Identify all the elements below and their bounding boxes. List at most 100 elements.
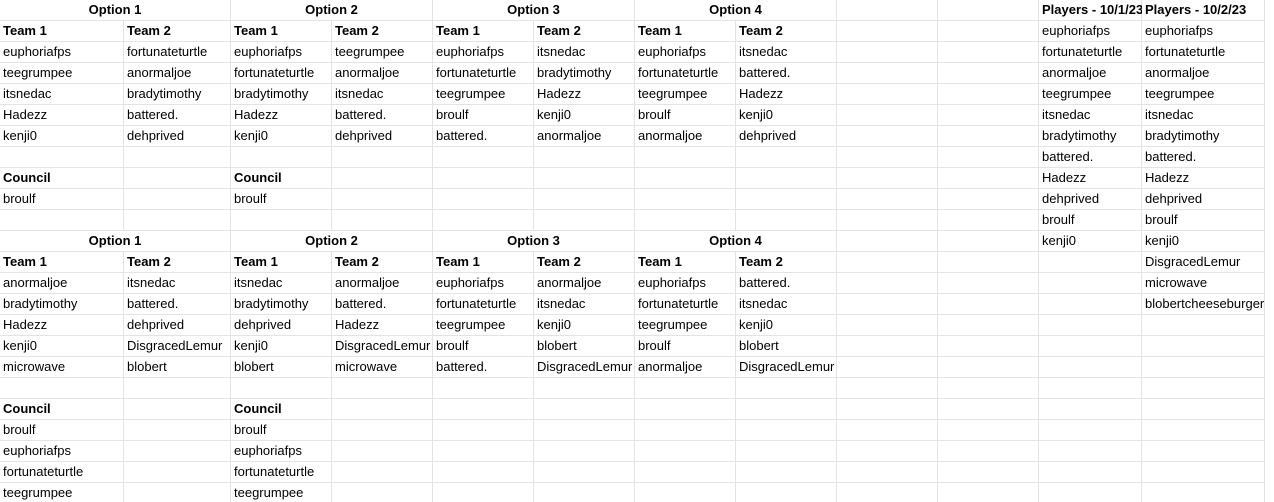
sheet-cell[interactable] <box>332 378 433 399</box>
sheet-cell[interactable] <box>124 483 231 502</box>
player-cell[interactable]: teegrumpee <box>635 84 736 105</box>
sheet-cell[interactable] <box>635 462 736 483</box>
player-cell[interactable]: broulf <box>1039 210 1142 231</box>
team-header[interactable]: Team 1 <box>231 252 332 273</box>
player-cell[interactable]: Hadezz <box>736 84 837 105</box>
sheet-cell[interactable] <box>837 294 938 315</box>
sheet-cell[interactable] <box>736 210 837 231</box>
player-cell[interactable]: microwave <box>1142 273 1265 294</box>
sheet-cell[interactable] <box>1039 441 1142 462</box>
player-cell[interactable]: blobert <box>736 336 837 357</box>
team-header[interactable]: Team 2 <box>534 252 635 273</box>
player-cell[interactable]: teegrumpee <box>433 84 534 105</box>
player-cell[interactable]: fortunateturtle <box>1142 42 1265 63</box>
option-header[interactable]: Option 1 <box>0 231 231 252</box>
team-header[interactable]: Team 2 <box>124 21 231 42</box>
player-cell[interactable]: fortunateturtle <box>635 294 736 315</box>
player-cell[interactable]: dehprived <box>1039 189 1142 210</box>
player-cell[interactable]: Hadezz <box>1039 168 1142 189</box>
player-cell[interactable]: blobert <box>231 357 332 378</box>
player-cell[interactable]: broulf <box>1142 210 1265 231</box>
sheet-cell[interactable] <box>938 462 1039 483</box>
sheet-cell[interactable] <box>1039 315 1142 336</box>
sheet-cell[interactable] <box>332 399 433 420</box>
player-cell[interactable]: itsnedac <box>1039 105 1142 126</box>
sheet-cell[interactable] <box>736 420 837 441</box>
sheet-cell[interactable] <box>635 168 736 189</box>
sheet-cell[interactable] <box>1142 399 1265 420</box>
player-cell[interactable]: battered. <box>736 63 837 84</box>
sheet-cell[interactable] <box>938 210 1039 231</box>
council-header[interactable]: Council <box>231 399 332 420</box>
player-cell[interactable]: anormaljoe <box>1142 63 1265 84</box>
sheet-cell[interactable] <box>124 168 231 189</box>
sheet-cell[interactable] <box>0 378 124 399</box>
sheet-cell[interactable] <box>1039 483 1142 502</box>
player-cell[interactable]: itsnedac <box>534 42 635 63</box>
sheet-cell[interactable] <box>938 168 1039 189</box>
sheet-cell[interactable] <box>1039 252 1142 273</box>
sheet-cell[interactable] <box>0 210 124 231</box>
council-header[interactable]: Council <box>0 168 124 189</box>
player-cell[interactable]: euphoriafps <box>231 42 332 63</box>
sheet-cell[interactable] <box>1142 483 1265 502</box>
team-header[interactable]: Team 1 <box>433 21 534 42</box>
sheet-cell[interactable] <box>938 63 1039 84</box>
player-cell[interactable]: battered. <box>736 273 837 294</box>
sheet-cell[interactable] <box>938 273 1039 294</box>
sheet-cell[interactable] <box>332 420 433 441</box>
sheet-cell[interactable] <box>433 441 534 462</box>
option-header[interactable]: Option 4 <box>635 231 837 252</box>
sheet-cell[interactable] <box>736 147 837 168</box>
player-cell[interactable]: anormaljoe <box>534 126 635 147</box>
sheet-cell[interactable] <box>938 147 1039 168</box>
player-cell[interactable]: fortunateturtle <box>433 294 534 315</box>
sheet-cell[interactable] <box>124 420 231 441</box>
sheet-cell[interactable] <box>534 420 635 441</box>
sheet-cell[interactable] <box>1039 336 1142 357</box>
sheet-cell[interactable] <box>635 147 736 168</box>
sheet-cell[interactable] <box>837 420 938 441</box>
player-cell[interactable]: bradytimothy <box>534 63 635 84</box>
player-cell[interactable]: Hadezz <box>534 84 635 105</box>
sheet-cell[interactable] <box>938 483 1039 502</box>
player-cell[interactable]: battered. <box>433 357 534 378</box>
player-cell[interactable]: kenji0 <box>736 105 837 126</box>
sheet-cell[interactable] <box>837 483 938 502</box>
player-cell[interactable]: kenji0 <box>1142 231 1265 252</box>
player-cell[interactable]: fortunateturtle <box>635 63 736 84</box>
sheet-cell[interactable] <box>938 441 1039 462</box>
sheet-cell[interactable] <box>938 294 1039 315</box>
player-cell[interactable]: battered. <box>124 294 231 315</box>
sheet-cell[interactable] <box>837 315 938 336</box>
player-cell[interactable]: dehprived <box>1142 189 1265 210</box>
player-cell[interactable]: teegrumpee <box>332 42 433 63</box>
player-cell[interactable]: teegrumpee <box>1039 84 1142 105</box>
player-cell[interactable]: euphoriafps <box>0 42 124 63</box>
sheet-cell[interactable] <box>837 462 938 483</box>
player-cell[interactable]: Hadezz <box>0 105 124 126</box>
player-cell[interactable]: DisgracedLemur <box>534 357 635 378</box>
sheet-cell[interactable] <box>837 441 938 462</box>
player-cell[interactable]: teegrumpee <box>0 483 124 502</box>
player-cell[interactable]: teegrumpee <box>1142 84 1265 105</box>
sheet-cell[interactable] <box>1039 273 1142 294</box>
player-cell[interactable]: bradytimothy <box>0 294 124 315</box>
sheet-cell[interactable] <box>837 105 938 126</box>
sheet-cell[interactable] <box>1142 357 1265 378</box>
player-cell[interactable]: fortunateturtle <box>0 462 124 483</box>
sheet-cell[interactable] <box>433 378 534 399</box>
sheet-cell[interactable] <box>534 378 635 399</box>
sheet-cell[interactable] <box>938 420 1039 441</box>
team-header[interactable]: Team 2 <box>332 21 433 42</box>
player-cell[interactable]: dehprived <box>736 126 837 147</box>
player-cell[interactable]: microwave <box>0 357 124 378</box>
sheet-cell[interactable] <box>534 483 635 502</box>
sheet-cell[interactable] <box>837 210 938 231</box>
sheet-cell[interactable] <box>938 399 1039 420</box>
player-cell[interactable]: euphoriafps <box>1039 21 1142 42</box>
player-cell[interactable]: battered. <box>1039 147 1142 168</box>
player-cell[interactable]: itsnedac <box>0 84 124 105</box>
player-cell[interactable]: fortunateturtle <box>124 42 231 63</box>
